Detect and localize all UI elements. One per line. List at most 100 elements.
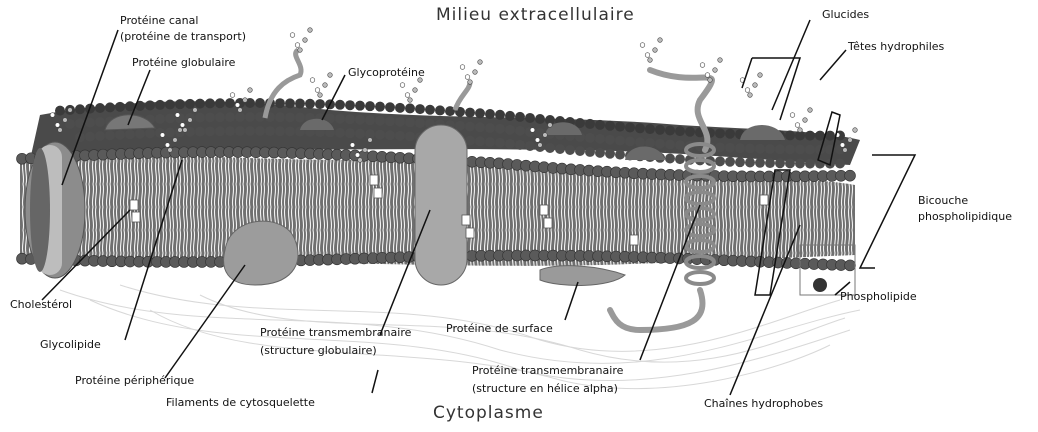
sugar-unit <box>468 80 473 85</box>
phospholipid-head <box>235 112 245 122</box>
phospholipid-head <box>305 99 315 109</box>
phospholipid-head <box>795 159 805 169</box>
extracellular-title: Milieu extracellulaire <box>436 8 635 22</box>
sugar-unit <box>853 128 858 133</box>
phospholipid-head <box>345 114 355 124</box>
phospholipid-head <box>375 102 385 112</box>
sugar-unit <box>808 108 813 113</box>
label-channel-protein: Protéine canal <box>120 14 198 28</box>
phospholipid-head <box>205 112 215 122</box>
phospholipid-head <box>405 131 415 141</box>
sugar-unit <box>538 143 543 148</box>
phospholipid-head <box>505 125 515 135</box>
phospholipid-head <box>655 125 665 135</box>
phospholipid-head <box>625 122 635 132</box>
sugar-unit <box>355 153 360 158</box>
phospholipid-head <box>135 129 145 139</box>
phospholipid-head <box>95 103 105 113</box>
phospholipid-head <box>665 153 675 163</box>
label-glycolipid: Glycolipide <box>40 338 101 352</box>
phospholipid-head <box>475 136 485 146</box>
phospholipid-head <box>235 126 245 136</box>
sugar-unit <box>535 138 540 143</box>
phospholipid-head <box>595 120 605 130</box>
phospholipid-head <box>615 150 625 160</box>
sugar-unit <box>700 63 705 68</box>
phospholipid-head <box>715 128 725 138</box>
phospholipid-head <box>275 98 285 108</box>
phospholipid-head <box>395 117 405 127</box>
sugar-unit <box>548 123 553 128</box>
phospholipid-head <box>565 145 575 155</box>
phospholipid-head <box>605 135 615 145</box>
phospholipid-head <box>735 143 745 153</box>
phospholipid-head <box>425 105 435 115</box>
label-hydrophobic-chains: Chaînes hydrophobes <box>704 397 823 411</box>
phospholipid-head <box>515 126 525 136</box>
phospholipid-head <box>365 101 375 111</box>
label-cytoskeleton: Filaments de cytosquelette <box>166 396 315 410</box>
phospholipid-head <box>545 143 555 153</box>
phospholipid-head <box>795 145 805 155</box>
label-transmembrane-helix: Protéine transmembranaire <box>472 364 623 378</box>
phospholipid-head <box>675 126 685 136</box>
sugar-unit <box>230 93 235 98</box>
phospholipid-head <box>145 100 155 110</box>
phospholipid-head <box>485 109 495 119</box>
sugar-unit <box>465 75 470 80</box>
sugar-unit <box>843 148 848 153</box>
phospholipid-head <box>375 116 385 126</box>
phospholipid-head <box>405 103 415 113</box>
phospholipid-head <box>345 100 355 110</box>
sugar-unit <box>798 128 803 133</box>
label-peripheral-protein: Protéine périphérique <box>75 374 194 388</box>
phospholipid-head <box>195 99 205 109</box>
peripheral-protein <box>224 221 298 285</box>
phospholipid-head <box>575 146 585 156</box>
phospholipid-head <box>715 142 725 152</box>
phospholipid-head <box>335 128 345 138</box>
phospholipid-head <box>85 132 95 142</box>
phospholipid-head <box>605 121 615 131</box>
sugar-unit <box>308 28 313 33</box>
phospholipid-head <box>755 158 765 168</box>
sugar-unit <box>478 60 483 65</box>
phospholipid-head <box>355 101 365 111</box>
sugar-unit <box>290 33 295 38</box>
sugar-unit <box>400 83 405 88</box>
sugar-unit <box>168 148 173 153</box>
label-phospholipid: Phospholipide <box>840 290 917 304</box>
sugar-unit <box>473 70 478 75</box>
phospholipid-head <box>115 130 125 140</box>
helix-turn <box>686 160 714 172</box>
phospholipid-head <box>615 122 625 132</box>
phospholipid-head <box>415 118 425 128</box>
phospholipid-head <box>805 131 815 141</box>
phospholipid-head <box>345 128 355 138</box>
sugar-unit <box>160 133 165 138</box>
sugar-unit <box>183 128 188 133</box>
label-bilayer-sub: phospholipidique <box>918 210 1012 224</box>
phospholipid-head <box>155 100 165 110</box>
phospholipid-head <box>515 112 525 122</box>
phospholipid-head <box>225 98 235 108</box>
sugar-unit <box>58 128 63 133</box>
phospholipid-head <box>195 113 205 123</box>
phospholipid-head <box>555 144 565 154</box>
sugar-unit <box>310 78 315 83</box>
phospholipid-head <box>205 126 215 136</box>
sugar-unit <box>243 98 248 103</box>
phospholipid-head <box>115 102 125 112</box>
phospholipid-head <box>645 138 655 148</box>
phospholipid-head <box>275 126 285 136</box>
phospholipid-head <box>665 125 675 135</box>
phospholipid-head <box>215 112 225 122</box>
sugar-unit <box>178 128 183 133</box>
phospholipid-head <box>665 139 675 149</box>
phospholipid-head <box>55 106 65 116</box>
phospholipid-head <box>635 123 645 133</box>
phospholipid-head <box>375 130 385 140</box>
phospholipid-head <box>745 157 755 167</box>
phospholipid-head <box>385 130 395 140</box>
sugar-unit <box>350 143 355 148</box>
